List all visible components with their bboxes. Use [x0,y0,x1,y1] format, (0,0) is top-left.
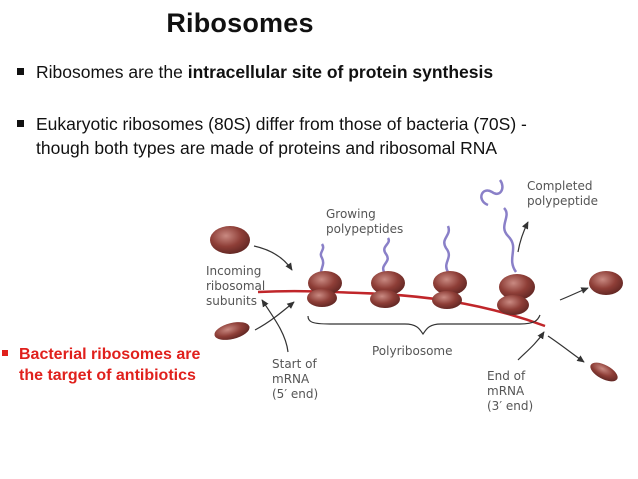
label-start-5prime: (5′ end) [272,387,318,401]
bullet3-text: Bacterial ribosomes are the target of an… [19,346,201,384]
label-end-of: End of [487,369,526,383]
label-polypeptides: polypeptides [326,222,403,236]
label-growing: Growing [326,207,376,221]
arrow-incoming-large [253,245,293,271]
bullet2-text: Eukaryotic ribosomes (80S) differ from t… [36,114,527,158]
ribosome-3 [432,271,467,309]
label-incoming: Incoming [206,264,261,278]
arrow-start-mrna [261,299,289,353]
arrow-release-large [559,287,589,301]
label-end-3prime: (3′ end) [487,399,533,413]
bullet-eukaryotic-vs-bacterial: Eukaryotic ribosomes (80S) differ from t… [17,112,607,160]
released-large-subunit [589,271,623,295]
ribosome-4 [497,274,535,315]
label-start-of: Start of [272,357,317,371]
bullet-protein-synthesis: Ribosomes are the intracellular site of … [17,60,637,84]
polypeptide-2 [381,237,391,273]
label-ribosomal: ribosomal [206,279,265,293]
incoming-small-subunit [214,322,250,340]
label-polyribosome: Polyribosome [372,344,452,358]
ribosome-1 [307,271,342,307]
arrow-incoming-small [254,301,295,331]
bullet-square-icon [2,349,8,356]
completed-polypeptide [480,179,504,207]
polyribosome-bracket [307,314,541,336]
mrna-strand [257,289,546,328]
bullet1-bold: intracellular site of protein synthesis [187,62,494,82]
slide-title: Ribosomes [166,8,314,38]
bullet-antibiotic-target: Bacterial ribosomes are the target of an… [2,344,232,386]
arrow-completed [517,221,529,253]
label-end-mrna: mRNA [487,384,525,398]
label-subunits: subunits [206,294,257,308]
incoming-large-subunit [210,226,250,254]
polypeptide-3 [443,225,451,273]
label-start-mrna: mRNA [272,372,310,386]
label-polypeptide: polypeptide [527,194,598,208]
released-small-subunit [590,362,618,382]
polypeptide-4 [502,207,518,273]
ribosome-2 [370,271,405,308]
label-completed: Completed [527,179,592,193]
arrow-end-mrna [517,331,545,361]
bullet1-prefix: Ribosomes are the [36,62,188,82]
bullet-square-icon [17,67,24,75]
bullet-square-icon [17,119,24,127]
arrow-release-small [547,335,585,363]
